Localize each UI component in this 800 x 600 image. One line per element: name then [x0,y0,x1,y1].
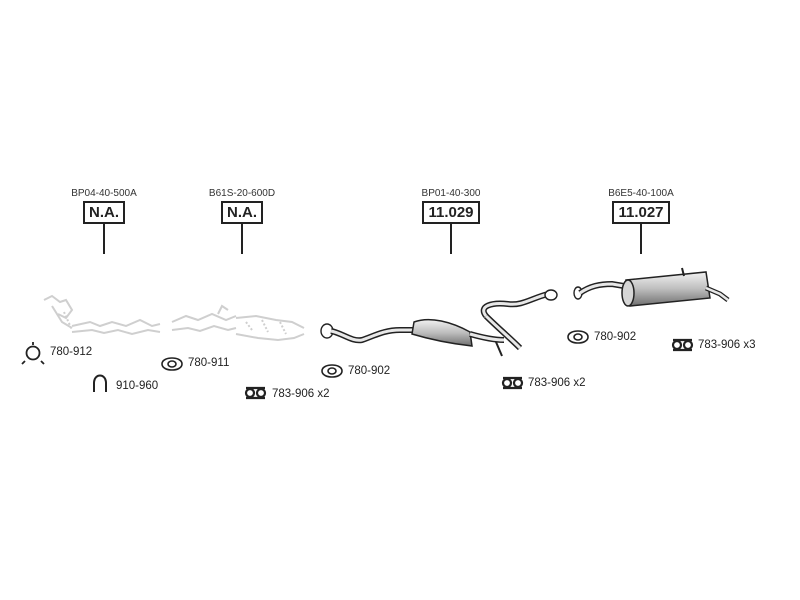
rubber-hanger-icon [244,386,267,400]
part-code-box[interactable]: N.A. [83,201,125,224]
part-reference: B6E5-40-100A [608,188,674,199]
flange-gasket-icon [321,364,343,378]
rubber-hanger-icon [671,338,694,352]
flange-gasket-icon [161,357,183,371]
rubber-hanger-icon [501,376,524,390]
leader-line [103,224,105,254]
gasket-ring-icon [21,342,45,365]
part-label[interactable]: 780-912 [50,346,93,358]
callout-centre-silencer: BP01-40-300 11.029 [406,188,496,254]
callout-front-pipe: BP04-40-500A N.A. [59,188,149,254]
rear-silencer-icon [573,267,730,307]
part-label[interactable]: 780-902 [594,331,637,343]
leader-line [450,224,452,254]
callout-catalytic-converter: B61S-20-600D N.A. [197,188,287,254]
part-label[interactable]: 783-906 x3 [698,339,756,351]
front-pipe-icon [43,294,161,336]
part-code-box[interactable]: N.A. [221,201,263,224]
part-label[interactable]: 783-906 x2 [528,377,586,389]
part-reference: BP04-40-500A [71,188,137,199]
centre-silencer-icon [320,289,558,357]
catalytic-converter-icon [171,304,305,342]
callout-rear-silencer: B6E5-40-100A 11.027 [596,188,686,254]
part-label[interactable]: 780-911 [188,357,230,369]
part-label[interactable]: 910-960 [116,380,159,392]
part-label[interactable]: 780-902 [348,365,391,377]
leader-line [241,224,243,254]
part-code-box[interactable]: 11.029 [422,201,480,224]
leader-line [640,224,642,254]
part-label[interactable]: 783-906 x2 [272,388,330,400]
part-reference: B61S-20-600D [208,188,276,199]
part-code-box[interactable]: 11.027 [612,201,670,224]
u-clamp-icon [93,374,107,392]
part-reference: BP01-40-300 [421,188,481,199]
flange-gasket-icon [567,330,589,344]
